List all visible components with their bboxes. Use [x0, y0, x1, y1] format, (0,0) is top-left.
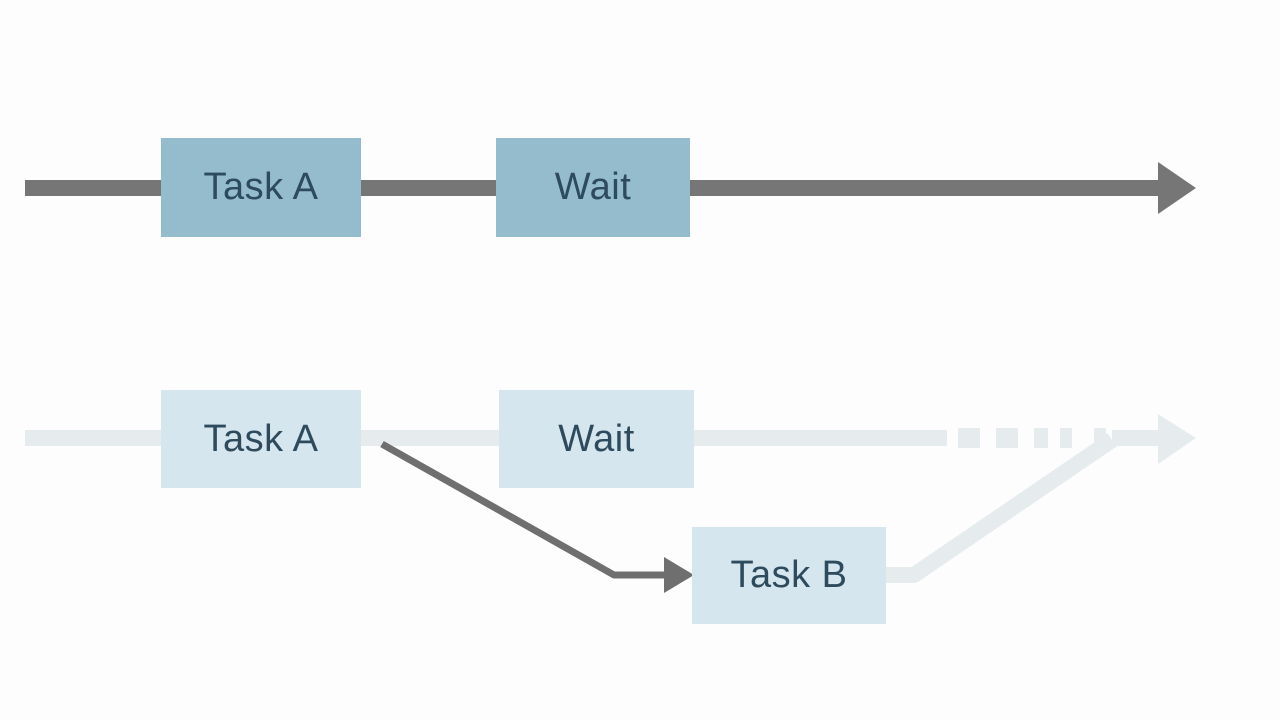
sync-wait-label: Wait	[554, 166, 632, 208]
async-task-a-label: Task A	[203, 417, 319, 460]
branch-arrowhead	[664, 557, 694, 593]
async-wait-label: Wait	[558, 417, 635, 460]
sync-task-a-label: Task A	[203, 166, 319, 208]
branch-arrow-line	[380, 440, 668, 579]
async-wait-box: Wait	[499, 390, 694, 488]
async-timeline-arrowhead	[1158, 414, 1196, 464]
sync-task-a-box: Task A	[161, 138, 361, 237]
sync-timeline-arrowhead	[1158, 162, 1196, 214]
return-path-line	[884, 433, 1117, 583]
async-task-b-label: Task B	[730, 554, 848, 596]
async-task-b-box: Task B	[692, 527, 886, 624]
sync-wait-box: Wait	[496, 138, 690, 237]
async-task-a-box: Task A	[161, 390, 361, 488]
async-timeline-dashes	[958, 428, 1162, 448]
